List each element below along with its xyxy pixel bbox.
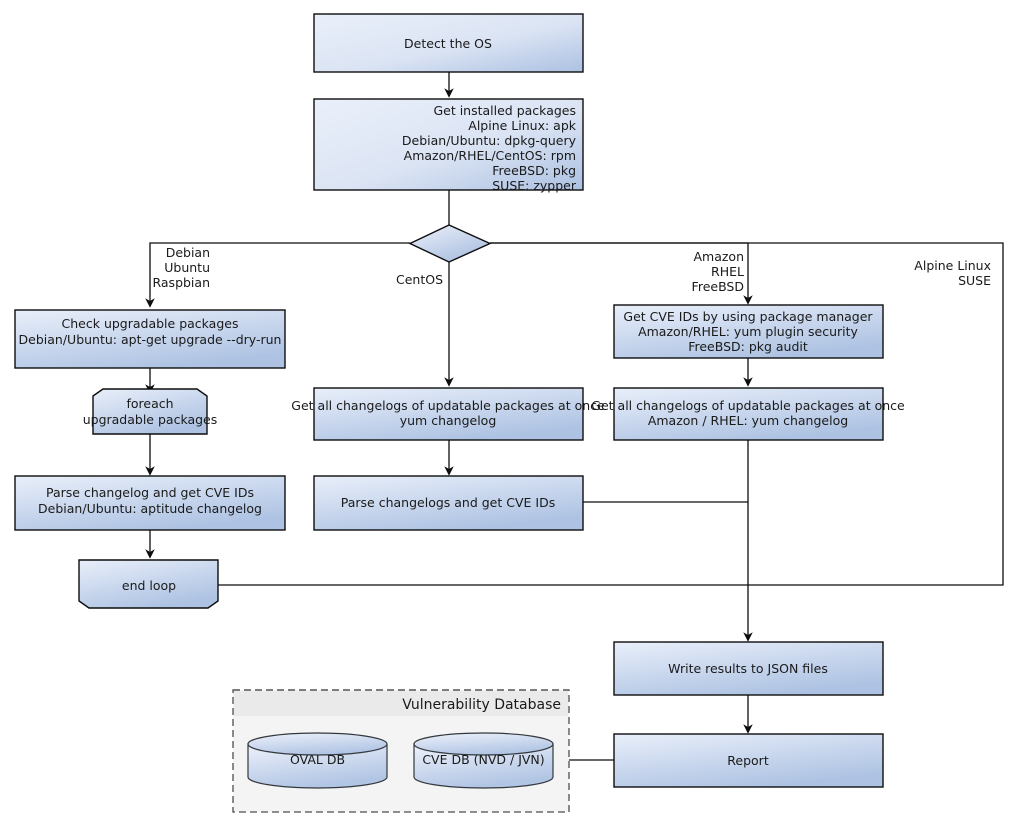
node-get-installed-line-1: Alpine Linux: apk (468, 118, 576, 133)
node-changelogs-centos-line-1: yum changelog (400, 413, 497, 428)
node-detect-os-label: Detect the OS (404, 36, 492, 51)
edge-label-amazon-1: RHEL (711, 264, 744, 279)
node-parse-changelogs-centos[interactable]: Parse changelogs and get CVE IDs (313, 475, 584, 531)
node-foreach-loop-start[interactable]: foreach upgradable packages (83, 388, 218, 435)
edge-label-amazon: Amazon RHEL FreeBSD (692, 249, 744, 294)
node-write-json-label: Write results to JSON files (668, 661, 828, 676)
group-vulnerability-database: Vulnerability Database OVAL DB CVE DB (N… (232, 689, 570, 813)
node-changelogs-rhel-line-1: Amazon / RHEL: yum changelog (648, 413, 848, 428)
edge-label-centos: CentOS (396, 272, 443, 287)
node-foreach-line-1: upgradable packages (83, 412, 218, 427)
group-vulnerability-database-title: Vulnerability Database (402, 697, 561, 713)
node-changelogs-rhel-line-0: Get all changelogs of updatable packages… (591, 398, 905, 413)
node-check-upgradable-line-0: Check upgradable packages (62, 316, 239, 331)
db-cylinder-oval[interactable]: OVAL DB (247, 732, 388, 789)
node-get-cve-line-2: FreeBSD: pkg audit (688, 339, 808, 354)
node-parse-changelog-debian-line-1: Debian/Ubuntu: aptitude changelog (38, 501, 262, 516)
edge-label-debian: Debian Ubuntu Raspbian (152, 245, 210, 290)
node-end-loop-label: end loop (122, 578, 176, 593)
connector-layer (145, 72, 1004, 761)
edge-label-debian-2: Raspbian (152, 275, 210, 290)
node-get-cve-line-0: Get CVE IDs by using package manager (623, 309, 873, 324)
node-report[interactable]: Report (613, 733, 884, 788)
node-parse-changelog-debian[interactable]: Parse changelog and get CVE IDs Debian/U… (14, 475, 286, 531)
db-cylinder-cve[interactable]: CVE DB (NVD / JVN) (413, 732, 554, 789)
db-cylinder-oval-label: OVAL DB (290, 752, 345, 767)
node-write-json[interactable]: Write results to JSON files (613, 641, 884, 696)
node-get-installed-packages[interactable]: Get installed packages Alpine Linux: apk… (313, 98, 584, 193)
node-report-label: Report (727, 753, 769, 768)
edge-label-amazon-0: Amazon (693, 249, 744, 264)
edge-decision-to-alpine (218, 242, 1004, 586)
node-os-decision[interactable] (408, 224, 492, 263)
node-get-installed-line-0: Get installed packages (433, 103, 576, 118)
edge-label-debian-1: Ubuntu (164, 260, 210, 275)
node-changelogs-rhel[interactable]: Get all changelogs of updatable packages… (591, 387, 905, 441)
node-end-loop[interactable]: end loop (78, 559, 219, 609)
edge-label-centos-0: CentOS (396, 272, 443, 287)
node-foreach-line-0: foreach (126, 396, 173, 411)
db-cylinder-cve-label: CVE DB (NVD / JVN) (422, 752, 544, 767)
node-check-upgradable-line-1: Debian/Ubuntu: apt-get upgrade --dry-run (19, 332, 282, 347)
edge-label-alpine-1: SUSE (958, 273, 991, 288)
node-changelogs-centos-line-0: Get all changelogs of updatable packages… (291, 398, 605, 413)
edge-label-debian-0: Debian (166, 245, 210, 260)
node-get-installed-line-5: SUSE: zypper (492, 178, 577, 193)
node-parse-changelogs-centos-label: Parse changelogs and get CVE IDs (341, 495, 555, 510)
node-get-cve-package-manager[interactable]: Get CVE IDs by using package manager Ama… (613, 304, 884, 359)
node-check-upgradable[interactable]: Check upgradable packages Debian/Ubuntu:… (14, 309, 286, 369)
node-get-cve-line-1: Amazon/RHEL: yum plugin security (638, 324, 858, 339)
node-get-installed-line-4: FreeBSD: pkg (492, 163, 576, 178)
node-changelogs-centos[interactable]: Get all changelogs of updatable packages… (291, 387, 605, 441)
edge-label-amazon-2: FreeBSD (692, 279, 744, 294)
edge-decision-to-debian (145, 242, 410, 308)
node-get-installed-line-3: Amazon/RHEL/CentOS: rpm (404, 148, 576, 163)
node-get-installed-line-2: Debian/Ubuntu: dpkg-query (402, 133, 577, 148)
edge-label-alpine: Alpine Linux SUSE (914, 258, 991, 288)
edge-label-alpine-0: Alpine Linux (914, 258, 991, 273)
node-parse-changelog-debian-line-0: Parse changelog and get CVE IDs (46, 485, 254, 500)
node-detect-os[interactable]: Detect the OS (313, 13, 584, 73)
